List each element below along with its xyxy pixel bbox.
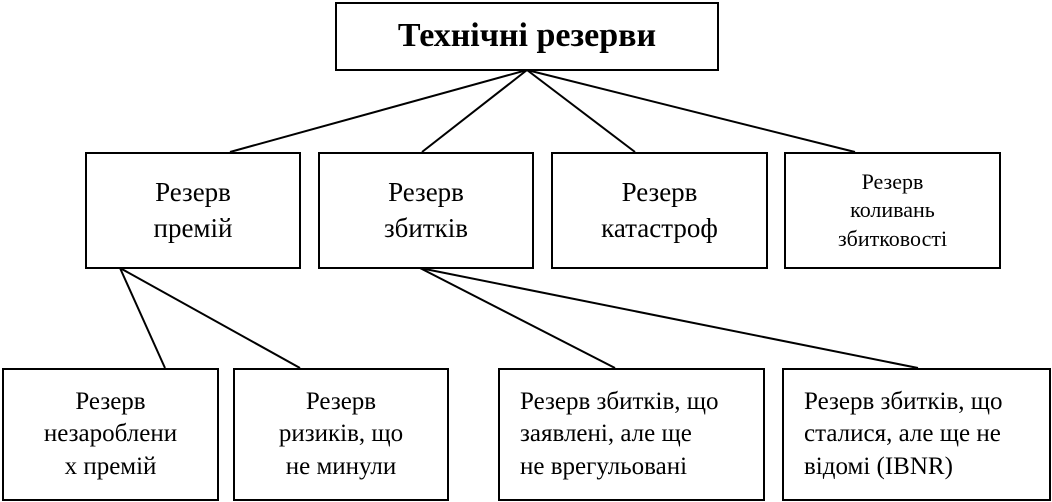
node-text: катастроф <box>601 212 718 243</box>
node-text: Резерв <box>388 177 464 208</box>
node-text: сталися, але ще не <box>804 420 1001 448</box>
connector <box>526 69 856 153</box>
node-text: Резерв <box>155 177 231 208</box>
node-text: збитковості <box>837 225 948 251</box>
node-text: премій <box>153 212 233 243</box>
node-text: не минули <box>285 452 397 480</box>
node-reported-claims-reserve: Резерв збитків, що заявлені, але ще не в… <box>498 368 765 501</box>
connector <box>229 69 528 153</box>
node-text: коливань <box>850 197 935 223</box>
node-ibnr-reserve: Резерв збитків, що сталися, але ще не ві… <box>782 368 1051 501</box>
root-label: Технічні резерви <box>397 17 657 55</box>
node-loss-reserve: Резерв збитків <box>318 152 534 269</box>
node-text: Резерв збитків, що <box>804 387 1003 415</box>
node-text: ризиків, що <box>278 420 404 448</box>
node-text: Резерв <box>75 387 146 415</box>
node-text: незароблени <box>43 420 178 448</box>
node-loss-fluctuation-reserve: Резерв коливань збитковості <box>784 152 1001 269</box>
node-text: Резерв <box>305 387 377 415</box>
node-text: Резерв <box>861 168 924 194</box>
node-text: Резерв <box>621 177 698 208</box>
root-node: Технічні резерви <box>335 2 719 71</box>
node-text: не врегульовані <box>520 452 688 480</box>
connector <box>419 267 616 369</box>
node-text: х премій <box>64 452 157 480</box>
node-unearned-premium-reserve: Резерв незароблени х премій <box>2 368 219 501</box>
connector <box>526 69 636 153</box>
connector <box>119 267 301 369</box>
node-unexpired-risk-reserve: Резерв ризиків, що не минули <box>233 368 449 501</box>
node-premium-reserve: Резерв премій <box>85 152 301 269</box>
node-text: заявлені, але ще <box>520 420 692 448</box>
connector <box>419 267 919 369</box>
node-text: Резерв збитків, що <box>520 387 719 415</box>
connector <box>421 69 528 153</box>
node-catastrophe-reserve: Резерв катастроф <box>551 152 768 269</box>
node-text: збитків <box>383 212 469 243</box>
node-text: відомі (IBNR) <box>804 452 953 480</box>
connector <box>119 267 166 369</box>
